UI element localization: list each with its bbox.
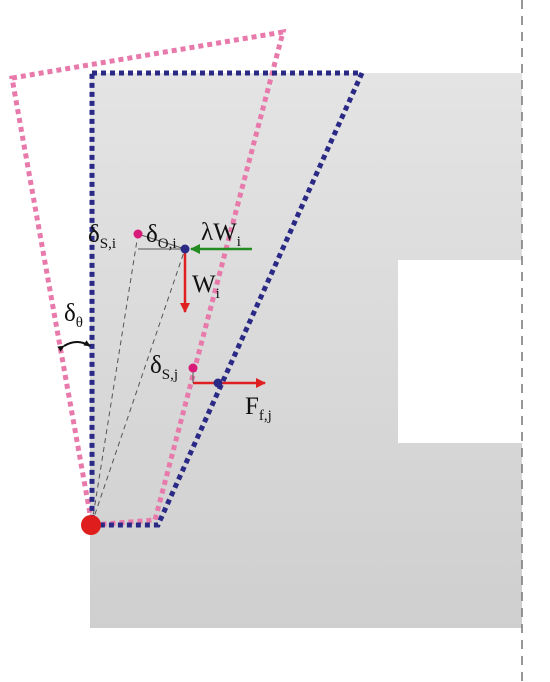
label-w-i: Wi	[192, 271, 220, 302]
label-delta-o-i: δO,i	[146, 221, 177, 252]
label-lambda-w-i: λWi	[201, 219, 241, 250]
rotation-angle-arrow	[57, 340, 91, 352]
displaced-point-i	[133, 229, 143, 239]
rotated-block-outline	[9, 28, 287, 528]
original-block-outline	[89, 70, 366, 528]
guide-line-to-centroid-i	[91, 248, 186, 524]
label-delta-s-i: δS,i	[88, 221, 116, 252]
guide-line-connector	[137, 233, 186, 250]
wall-body	[90, 73, 522, 628]
centroid-point-j	[213, 378, 223, 388]
displaced-point-j	[188, 363, 198, 373]
label-delta-s-j: δS,j	[150, 352, 178, 383]
pivot-point	[81, 515, 101, 535]
centroid-point-i	[180, 244, 190, 254]
guide-line-to-delta-s-i	[91, 233, 139, 524]
label-f-f-j: Ff,j	[245, 393, 272, 424]
label-delta-theta: δθ	[64, 300, 83, 331]
